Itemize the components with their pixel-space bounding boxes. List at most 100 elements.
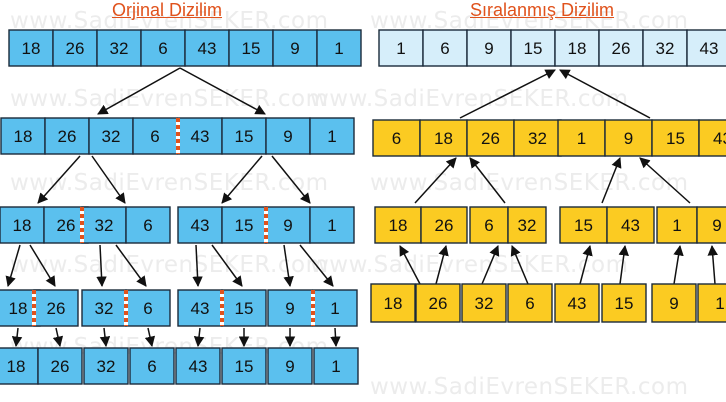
merged-half-cell-value: 26	[481, 129, 500, 148]
merged-pair-cell-box	[507, 206, 547, 244]
split-arrow	[144, 327, 156, 348]
split-half-cell-value: 9	[283, 127, 292, 146]
split-quarter-cell: 18	[0, 206, 45, 244]
split-half-cell: 9	[265, 117, 311, 155]
leaf-cell-value: 9	[285, 357, 294, 376]
leaf-single-cell-box	[697, 283, 726, 323]
split-half-cell-box	[265, 117, 311, 155]
split-quarter-cell-box	[81, 206, 127, 244]
split-arrow	[52, 327, 64, 348]
watermark: www.SadiEvrenSEKER.com	[10, 252, 329, 278]
split-quarter-cell-value: 18	[13, 216, 32, 235]
leaf-cell: 43	[175, 347, 221, 385]
split-quarter-cell-value: 15	[235, 216, 254, 235]
split-single-cell-value: 6	[143, 299, 152, 318]
leaf-single-cell: 26	[415, 283, 461, 323]
leaf-single-cell-value: 9	[669, 294, 678, 313]
split-half-cell-box	[88, 117, 134, 155]
sorted-array-cell: 15	[510, 29, 556, 67]
split-single-cell-value: 1	[330, 299, 339, 318]
leaf-single-cell: 18	[370, 283, 416, 323]
merged-half-cell-box	[651, 119, 700, 157]
leaf-cell-box	[37, 347, 83, 385]
merged-pair-cell: 26	[420, 206, 468, 244]
split-arrow	[707, 244, 718, 285]
merged-half-cell: 1	[557, 119, 606, 157]
leaf-cell-box	[129, 347, 175, 385]
split-arrow	[5, 244, 21, 288]
merged-pair-cell-box	[559, 206, 608, 244]
split-half-cell-value: 18	[14, 127, 33, 146]
split-single-cell-box	[267, 289, 313, 327]
split-arrow	[559, 69, 651, 119]
split-arrow	[192, 244, 203, 288]
sorted-array-cell-value: 6	[440, 39, 449, 58]
leaf-single-cell: 43	[554, 283, 600, 323]
split-arrow	[414, 157, 457, 204]
original-array-cell-value: 1	[334, 39, 343, 58]
leaf-cell: 1	[313, 347, 359, 385]
split-quarter-cell-box	[125, 206, 171, 244]
split-single-cell-box	[177, 289, 223, 327]
split-single-cell-value: 18	[9, 299, 28, 318]
sorted-array-cell-box	[422, 29, 468, 67]
split-arrow	[673, 244, 684, 285]
merged-pair-cell-box	[606, 206, 655, 244]
split-arrow	[618, 244, 629, 285]
leaf-single-cell-value: 1	[715, 294, 724, 313]
split-single-cell-value: 15	[235, 299, 254, 318]
original-array-cell: 26	[52, 29, 98, 67]
merged-half-cell: 43	[698, 119, 726, 157]
merged-pair-cell: 18	[374, 206, 422, 244]
merged-half-cell: 15	[651, 119, 700, 157]
split-half-cell-box	[309, 117, 355, 155]
merged-pair-cell: 32	[507, 206, 547, 244]
split-arrow	[469, 157, 506, 204]
split-half-cell-value: 15	[235, 127, 254, 146]
merged-pair-cell-box	[469, 206, 509, 244]
merged-pair-cell: 43	[606, 206, 655, 244]
merged-half-cell-value: 43	[713, 129, 726, 148]
merged-half-cell-value: 32	[528, 129, 547, 148]
split-half-cell-box	[221, 117, 267, 155]
sorted-array-cell-value: 43	[700, 39, 719, 58]
split-arrow	[579, 244, 593, 285]
split-arrow	[193, 327, 205, 348]
title-sorted: Sıralanmış Dizilim	[470, 0, 615, 20]
split-half-cell: 1	[309, 117, 355, 155]
merged-pair-cell-value: 9	[712, 216, 721, 235]
split-arrow	[481, 245, 500, 285]
sorted-array-cell-box	[686, 29, 726, 67]
leaf-single-cell-box	[370, 283, 416, 323]
merged-pair-cell-box	[374, 206, 422, 244]
leaf-cell-box	[175, 347, 221, 385]
split-single-cell-value: 9	[285, 299, 294, 318]
leaf-single-cell: 1	[697, 283, 726, 323]
watermark: www.SadiEvrenSEKER.com	[370, 170, 689, 196]
merged-half-cell: 32	[513, 119, 562, 157]
split-single-cell-box	[81, 289, 127, 327]
split-quarter-cell-box	[265, 206, 311, 244]
original-array-cell: 9	[272, 29, 318, 67]
merged-half-cell-box	[372, 119, 421, 157]
merged-pair-cell-value: 26	[435, 216, 454, 235]
sorted-array-cell: 6	[422, 29, 468, 67]
merged-pair-cell: 6	[469, 206, 509, 244]
split-half-cell-box	[0, 117, 46, 155]
leaf-single-cell-box	[415, 283, 461, 323]
original-array-cell: 43	[184, 29, 230, 67]
sorted-array-cell-value: 1	[396, 39, 405, 58]
original-array-cell: 6	[140, 29, 186, 67]
merged-half-cell-value: 6	[392, 129, 401, 148]
split-arrow	[639, 157, 691, 204]
split-single-cell: 43	[177, 289, 223, 327]
sorted-array-cell-box	[598, 29, 644, 67]
leaf-cell-value: 32	[97, 357, 116, 376]
sorted-array-cell-box	[466, 29, 512, 67]
sorted-array-cell-value: 9	[484, 39, 493, 58]
leaf-single-cell-box	[601, 283, 647, 323]
merged-half-cell: 26	[466, 119, 515, 157]
leaf-cell-value: 18	[7, 357, 26, 376]
original-array-cell-box	[52, 29, 98, 67]
merged-pair-cell-value: 32	[518, 216, 537, 235]
